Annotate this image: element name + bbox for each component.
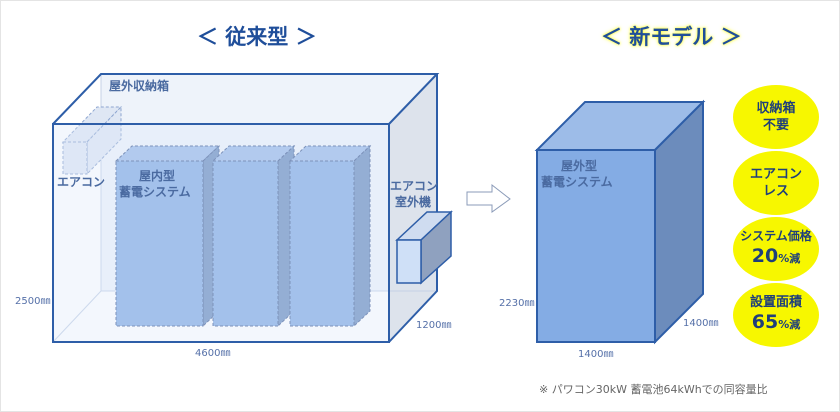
benefit-unit: %減: [778, 318, 801, 331]
new-model-title: ＜ 新モデル ＞: [601, 25, 742, 49]
arrow-right-icon: [466, 183, 511, 213]
new-system-label-2: 蓄電システム: [541, 175, 613, 189]
benefit-no-aircon: エアコン レス: [733, 151, 819, 215]
conventional-width: 4600㎜: [195, 348, 231, 359]
benefit-text: システム価格: [740, 229, 812, 243]
indoor-battery-units: [114, 144, 372, 328]
benefit-value: 65: [751, 311, 779, 333]
benefit-area-reduction: 設置面積 65%減: [733, 283, 819, 347]
benefit-text: エアコン: [749, 167, 802, 182]
aircon-label: エアコン: [57, 175, 106, 189]
benefit-unit: %減: [778, 252, 801, 265]
benefit-price-reduction: システム価格 20%減: [733, 217, 819, 281]
aircon-outdoor-unit: [395, 210, 453, 285]
new-depth: 1400㎜: [683, 318, 719, 329]
enclosure-front: [52, 73, 440, 343]
enclosure-label: 屋外収納箱: [109, 79, 170, 93]
benefit-text: 不要: [762, 118, 789, 133]
new-width: 1400㎜: [578, 349, 614, 360]
new-height: 2230㎜: [499, 298, 535, 309]
conventional-title: ＜ 従来型 ＞: [197, 25, 317, 49]
new-system-label-1: 屋外型: [561, 159, 598, 173]
benefit-text: レス: [762, 184, 789, 199]
outdoor-battery-system: [534, 99, 706, 345]
benefit-text: 設置面積: [749, 295, 802, 310]
benefit-value: 20: [751, 245, 779, 267]
indoor-system-label-2: 蓄電システム: [119, 185, 191, 199]
benefit-no-enclosure: 収納箱 不要: [733, 85, 819, 149]
outdoor-unit-label-1: エアコン: [390, 179, 439, 193]
benefit-text: 収納箱: [756, 101, 796, 116]
conventional-depth: 1200㎜: [416, 320, 452, 331]
conventional-height: 2500㎜: [15, 296, 51, 307]
footnote: ※ パワコン30kW 蓄電池64kWhでの同容量比: [539, 383, 768, 396]
indoor-system-label-1: 屋内型: [139, 169, 176, 183]
outdoor-unit-label-2: 室外機: [395, 195, 432, 209]
